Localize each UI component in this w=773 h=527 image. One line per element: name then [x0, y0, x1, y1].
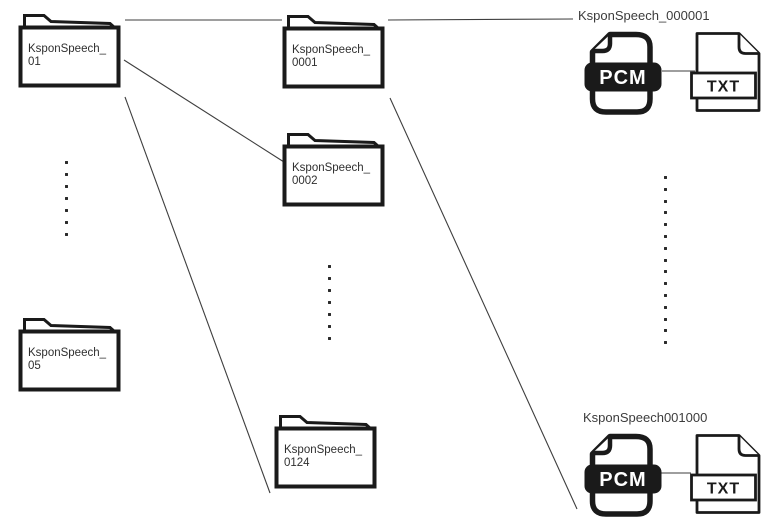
right-files-ellipsis-dot: [664, 246, 667, 250]
right-files-ellipsis-dot: [664, 305, 667, 309]
file-group-bottom-label: KsponSpeech001000: [583, 410, 708, 425]
middle-folders-ellipsis-dot: [328, 265, 331, 268]
middle-folders-ellipsis-dot: [328, 325, 331, 328]
pcm-badge-label: PCM: [599, 67, 646, 89]
folder-name-line2: 0124: [284, 457, 310, 469]
connector-folder-ksponspeech-01--folder-ksponspeech-0124: [124, 96, 271, 494]
folder-ksponspeech-05: KsponSpeech_ 05: [17, 314, 123, 394]
left-folders-ellipsis-dot: [65, 161, 68, 164]
txt-file-bottom: TXT: [690, 431, 766, 522]
folder-name: KsponSpeech_ 0124: [284, 444, 362, 470]
right-files-ellipsis-dot: [664, 282, 667, 286]
txt-file-top: TXT: [690, 29, 766, 120]
folder-name-line2: 01: [28, 56, 41, 68]
folder-ksponspeech-0124: KsponSpeech_ 0124: [273, 411, 379, 491]
folder-name-line1: KsponSpeech_: [28, 43, 107, 55]
left-folders-ellipsis-dot: [65, 233, 68, 236]
left-folders-ellipsis-dot: [65, 185, 68, 188]
file-group-top-label: KsponSpeech_000001: [578, 8, 710, 23]
folder-name: KsponSpeech_ 05: [28, 347, 106, 373]
connector-folder-ksponspeech-0001--file-group-bottom: [389, 97, 578, 510]
right-files-ellipsis-dot: [664, 270, 667, 274]
folder-icon: [282, 133, 385, 207]
middle-folders-ellipsis-dot: [328, 277, 331, 280]
middle-folders-ellipsis-dot: [328, 301, 331, 304]
folder-name: KsponSpeech_ 0001: [292, 44, 370, 70]
folder-name-line2: 0002: [292, 175, 318, 187]
folder-icon: [18, 318, 121, 392]
folder-name-line1: KsponSpeech_: [292, 162, 371, 174]
right-files-ellipsis-dot: [664, 176, 667, 179]
folder-icon: [282, 15, 385, 89]
connector-folder-ksponspeech-0001--file-group-top: [387, 18, 574, 21]
folder-icon: [18, 14, 121, 88]
left-folders-ellipsis-dot: [65, 221, 68, 224]
folder-name-line2: 05: [28, 360, 41, 372]
left-folders-ellipsis-dot: [65, 197, 68, 200]
txt-badge-label: TXT: [707, 79, 740, 96]
folder-ksponspeech-0002: KsponSpeech_ 0002: [281, 129, 387, 209]
right-files-ellipsis-dot: [664, 211, 667, 215]
right-files-ellipsis-dot: [664, 329, 667, 333]
right-files-ellipsis-dot: [664, 341, 667, 345]
right-files-ellipsis-dot: [664, 235, 667, 238]
middle-folders-ellipsis-dot: [328, 337, 331, 340]
folder-ksponspeech-01: KsponSpeech_ 01: [17, 10, 123, 90]
pcm-file-icon: PCM: [584, 433, 662, 517]
txt-file-icon: TXT: [690, 32, 761, 112]
right-files-ellipsis-dot: [664, 294, 667, 297]
left-folders-ellipsis-dot: [65, 173, 68, 176]
folder-name: KsponSpeech_ 01: [28, 43, 106, 69]
pcm-badge-label: PCM: [599, 469, 646, 491]
right-files-ellipsis-dot: [664, 187, 667, 191]
right-files-ellipsis-dot: [664, 317, 667, 321]
folder-name-line2: 0001: [292, 57, 318, 69]
txt-badge-label: TXT: [707, 481, 740, 498]
right-files-ellipsis-dot: [664, 199, 667, 203]
folder-ksponspeech-0001: KsponSpeech_ 0001: [281, 11, 387, 91]
folder-name-line1: KsponSpeech_: [292, 44, 371, 56]
folder-name-line1: KsponSpeech_: [284, 444, 363, 456]
middle-folders-ellipsis-dot: [328, 289, 331, 292]
middle-folders-ellipsis-dot: [328, 313, 331, 316]
left-folders-ellipsis-dot: [65, 209, 68, 212]
folder-icon: [274, 415, 377, 489]
pcm-file-bottom: PCM: [583, 433, 663, 522]
folder-name: KsponSpeech_ 0002: [292, 162, 370, 188]
pcm-file-icon: PCM: [584, 31, 662, 115]
txt-file-icon: TXT: [690, 434, 761, 514]
right-files-ellipsis-dot: [664, 223, 667, 227]
connector-folder-ksponspeech-01--folder-ksponspeech-0002: [123, 59, 285, 163]
pcm-file-top: PCM: [583, 31, 663, 120]
right-files-ellipsis-dot: [664, 258, 667, 262]
folder-name-line1: KsponSpeech_: [28, 347, 107, 359]
